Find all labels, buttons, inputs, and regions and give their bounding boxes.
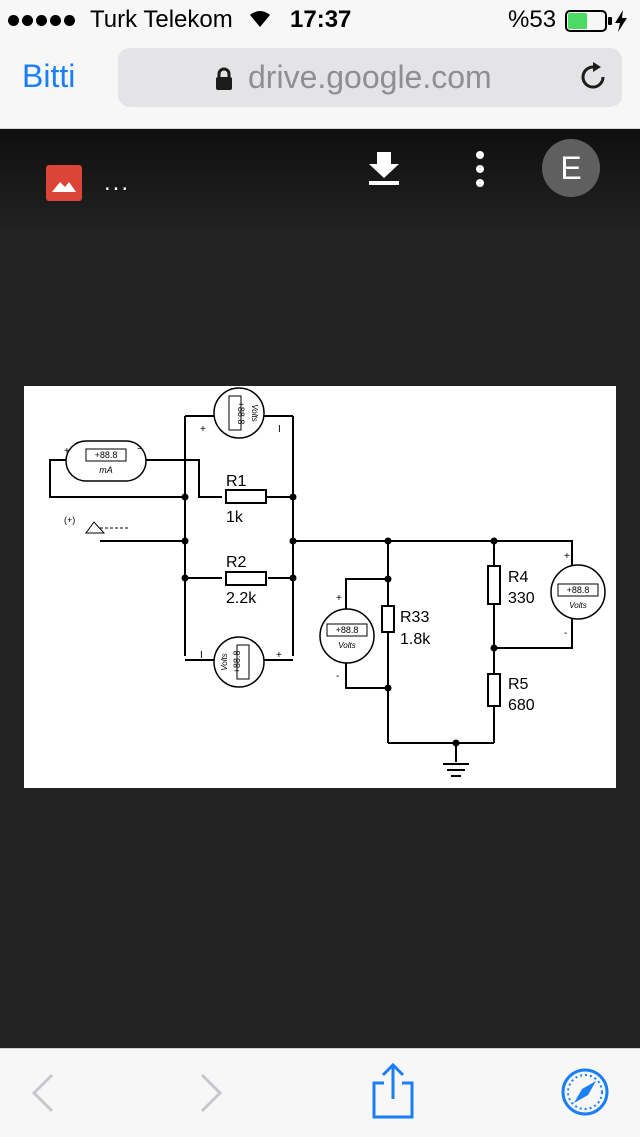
voltmeter-top-unit: Volts — [250, 404, 259, 422]
done-button[interactable]: Bitti — [22, 58, 76, 94]
r33-name: R33 — [400, 609, 429, 626]
url-text: drive.google.com — [248, 59, 492, 95]
voltmeter-r33: +88.8 Volts + - — [319, 593, 375, 682]
voltmeter-top-plus: + — [200, 424, 206, 435]
ammeter-plus: + — [64, 446, 70, 457]
voltmeter-r33-unit: Volts — [338, 641, 356, 650]
r1-value: 1k — [226, 509, 244, 526]
voltmeter-r4-minus: - — [564, 628, 567, 639]
image-preview: R1 1k R2 2.2k R33 1.8k R4 330 R5 680 +88… — [24, 386, 616, 788]
ammeter: +88.8 mA + − — [64, 440, 147, 482]
battery-percent: %53 — [508, 6, 557, 33]
r2-value: 2.2k — [226, 590, 257, 607]
r33-value: 1.8k — [400, 631, 431, 648]
voltmeter-r33-reading: +88.8 — [336, 625, 359, 635]
voltmeter-bottom-plus: + — [276, 650, 282, 661]
circuit-wires — [49, 415, 573, 777]
carrier-name: Turk Telekom — [90, 6, 233, 33]
wifi-icon — [250, 11, 270, 27]
voltmeter-top-reading: +88.8 — [236, 402, 246, 425]
ammeter-reading: +88.8 — [95, 450, 118, 460]
voltmeter-r4-plus: + — [564, 551, 570, 562]
resistor-r1: R1 1k — [225, 473, 267, 526]
r4-value: 330 — [508, 590, 535, 607]
lock-icon — [216, 67, 232, 90]
battery-icon — [565, 10, 612, 32]
browser-toolbar — [0, 1048, 640, 1137]
voltmeter-bottom-minus: I — [200, 650, 203, 661]
voltmeter-r4: +88.8 Volts + - — [550, 551, 606, 639]
back-icon[interactable] — [30, 1073, 56, 1113]
download-icon[interactable] — [364, 148, 404, 188]
voltmeter-bottom: +88.8 Volts + I — [200, 636, 282, 688]
probe-label: (+) — [64, 515, 75, 525]
charging-icon — [615, 10, 627, 32]
resistor-r4: R4 330 — [487, 565, 535, 607]
voltmeter-top-minus: I — [278, 424, 281, 435]
voltmeter-bottom-unit: Volts — [220, 653, 229, 671]
voltmeter-bottom-reading: +88.8 — [232, 651, 242, 674]
address-bar[interactable]: drive.google.com — [118, 48, 622, 107]
voltmeter-top: +88.8 Volts + I — [200, 387, 281, 439]
reload-icon[interactable] — [576, 60, 610, 94]
status-time: 17:37 — [290, 6, 352, 33]
viewer-header: ... E — [0, 129, 640, 239]
compass-icon[interactable] — [560, 1067, 610, 1117]
junction-dots — [181, 493, 498, 747]
more-vertical-icon[interactable] — [468, 150, 492, 190]
ammeter-unit: mA — [99, 465, 113, 475]
voltmeter-r33-plus: + — [336, 593, 342, 604]
signal-strength-icon — [8, 15, 75, 26]
browser-nav-bar: Bitti drive.google.com — [0, 40, 640, 129]
r1-name: R1 — [226, 473, 247, 490]
r2-name: R2 — [226, 554, 247, 571]
voltage-probe: (+) — [64, 515, 128, 534]
r4-name: R4 — [508, 569, 529, 586]
r5-value: 680 — [508, 697, 535, 714]
voltmeter-r4-unit: Volts — [569, 601, 587, 610]
circuit-diagram: R1 1k R2 2.2k R33 1.8k R4 330 R5 680 +88… — [49, 387, 606, 777]
share-icon[interactable] — [370, 1063, 416, 1119]
ammeter-minus: − — [137, 444, 143, 455]
voltmeter-r33-minus: - — [336, 671, 339, 682]
account-avatar[interactable]: E — [542, 139, 600, 197]
forward-icon[interactable] — [198, 1073, 224, 1113]
resistor-r2: R2 2.2k — [225, 554, 267, 607]
image-file-icon[interactable] — [46, 165, 82, 201]
resistor-r5: R5 680 — [487, 673, 535, 714]
status-bar: Turk Telekom 17:37 %53 — [0, 0, 640, 40]
resistor-r33: R33 1.8k — [381, 605, 431, 648]
file-name[interactable]: ... — [104, 169, 131, 196]
r5-name: R5 — [508, 676, 529, 693]
voltmeter-r4-reading: +88.8 — [567, 585, 590, 595]
